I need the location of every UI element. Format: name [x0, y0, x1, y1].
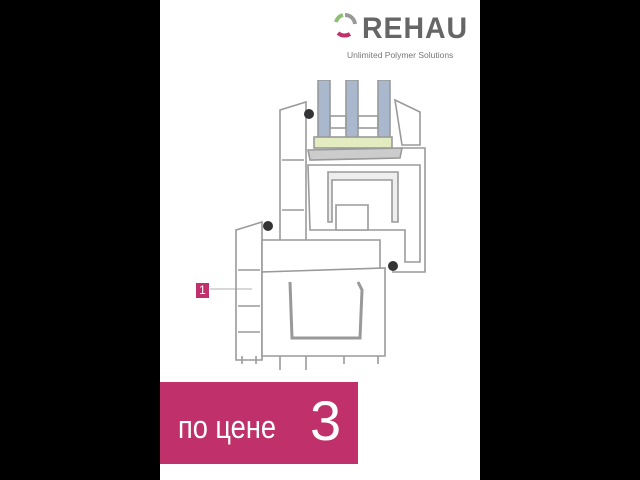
glass-pane [377, 80, 391, 139]
glass-pane [345, 80, 359, 139]
glass-pane [317, 80, 331, 139]
window-profile-diagram [210, 80, 426, 370]
gasket-icon [304, 109, 314, 119]
logo-wordmark: REHAU [362, 12, 469, 45]
gasket-icon [388, 261, 398, 271]
logo-tagline: Unlimited Polymer Solutions [347, 50, 454, 60]
callout-marker-1: 1 [196, 283, 209, 298]
price-banner: по цене 3 [160, 382, 358, 464]
rehau-logo: REHAU Unlimited Polymer Solutions [332, 10, 467, 62]
logo-mark-icon [334, 12, 357, 38]
banner-number: 3 [310, 389, 342, 452]
glass-spacer [313, 136, 393, 149]
gasket-seals [263, 109, 398, 271]
gasket-icon [263, 221, 273, 231]
banner-text: по цене [178, 409, 276, 445]
